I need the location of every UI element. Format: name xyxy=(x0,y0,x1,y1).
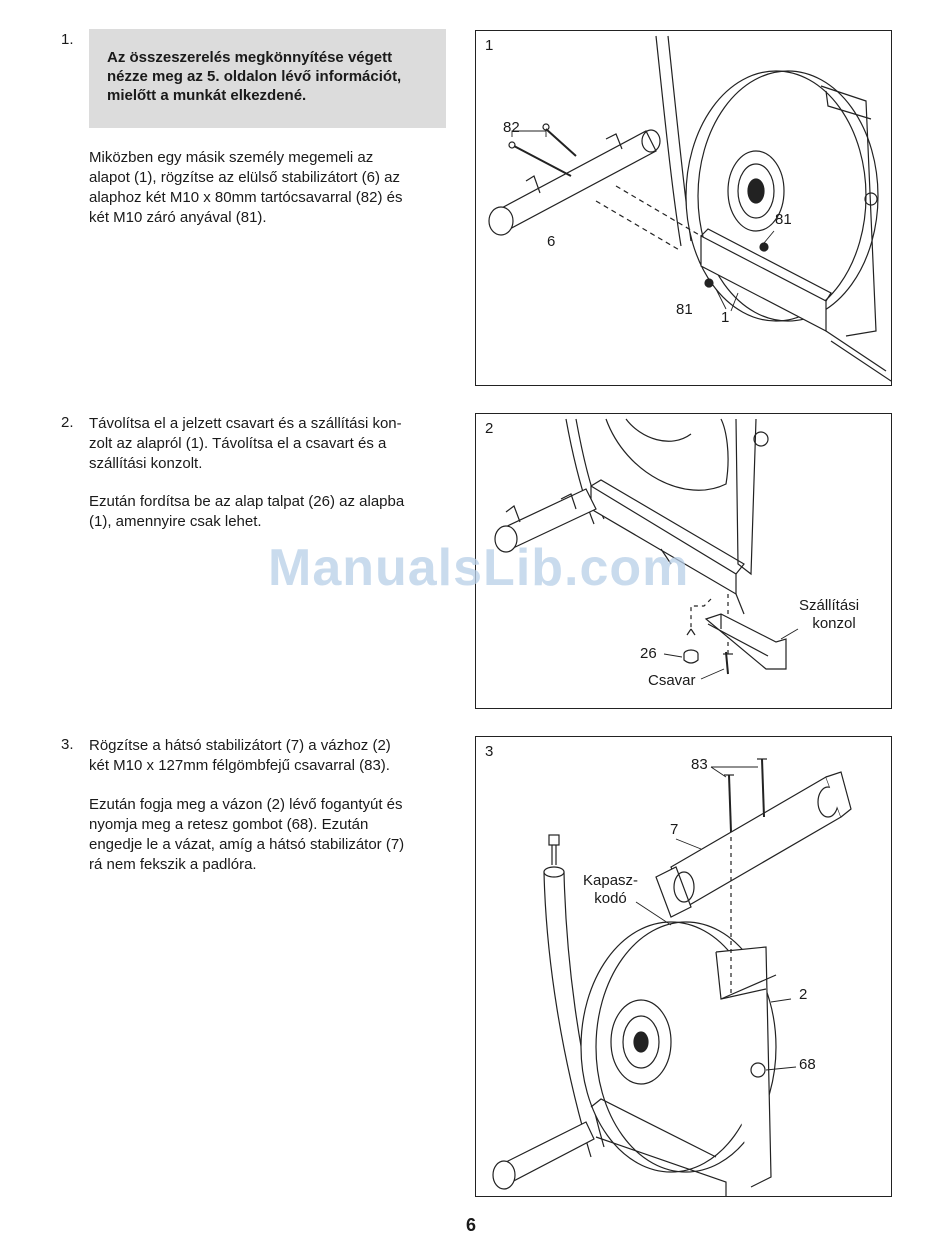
figure-1: 1 82 6 81 81 1 xyxy=(475,30,892,386)
text-line: Ezután fordítsa be az alap talpat (26) a… xyxy=(89,493,405,510)
text-line: két M10 záró anyával (81). xyxy=(89,209,267,226)
callout-knob-68: 68 xyxy=(799,1056,816,1073)
figure-3-drawing xyxy=(492,758,852,1196)
label-line: Kapasz- xyxy=(583,872,639,889)
note-line-3: mielőtt a munkát elkezdené. xyxy=(107,87,307,104)
text-line: szállítási konzolt. xyxy=(89,455,203,472)
figure-3-number: 3 xyxy=(485,743,494,760)
step-1-instructions: Miközben egy másik személy megemeli az a… xyxy=(89,148,402,228)
text-line: alapot (1), rögzítse az elülső stabilizá… xyxy=(89,169,400,186)
text-line: (1), amennyire csak lehet. xyxy=(89,513,262,530)
step-2-instructions-b: Ezután fordítsa be az alap talpat (26) a… xyxy=(89,492,404,532)
step-3-number: 3. xyxy=(61,736,74,753)
figure-1-number: 1 xyxy=(485,37,494,54)
step-2-number: 2. xyxy=(61,414,74,431)
text-line: rá nem fekszik a padlóra. xyxy=(89,856,257,873)
text-line: két M10 x 127mm félgömbfejű csavarral (8… xyxy=(89,757,390,774)
callout-nut-81-upper: 81 xyxy=(775,211,792,228)
callout-shipping-bracket: Szállítási konzol xyxy=(799,597,859,633)
figure-2-drawing xyxy=(494,418,799,680)
note-line-2: nézze meg az 5. oldalon lévő információt… xyxy=(107,68,402,85)
figure-3: 3 83 7 Kapasz- kodó 2 68 xyxy=(475,736,892,1197)
label-line: Szállítási xyxy=(799,597,860,614)
callout-handle: Kapasz- kodó xyxy=(583,872,638,908)
callout-base-1: 1 xyxy=(721,309,730,326)
callout-stabilizer-7: 7 xyxy=(670,821,679,838)
label-line: kodó xyxy=(594,890,627,907)
text-line: Miközben egy másik személy megemeli az xyxy=(89,149,374,166)
step-2-instructions-a: Távolítsa el a jelzett csavart és a szál… xyxy=(89,414,402,474)
callout-bolts-83: 83 xyxy=(691,756,708,773)
text-line: zolt az alapról (1). Távolítsa el a csav… xyxy=(89,435,387,452)
step-3-instructions-a: Rögzítse a hátsó stabilizátort (7) a váz… xyxy=(89,736,391,776)
assembly-note-box: Az összeszerelés megkönnyítése végett né… xyxy=(89,29,446,128)
callout-nut-81-lower: 81 xyxy=(676,301,693,318)
text-line: alaphoz két M10 x 80mm tartócsavarral (8… xyxy=(89,189,403,206)
callout-frame-2: 2 xyxy=(799,986,808,1003)
text-line: Ezután fogja meg a vázon (2) lévő fogant… xyxy=(89,796,403,813)
text-line: Távolítsa el a jelzett csavart és a szál… xyxy=(89,415,402,432)
callout-screw: Csavar xyxy=(648,672,696,689)
figure-2-number: 2 xyxy=(485,420,494,437)
text-line: engedje le a vázat, amíg a hátsó stabili… xyxy=(89,836,405,853)
page-number: 6 xyxy=(466,1215,477,1235)
callout-bolt-82: 82 xyxy=(503,119,520,136)
callout-foot-26: 26 xyxy=(640,645,657,662)
figure-2: 2 Szállítási konzol 26 Csavar xyxy=(475,413,892,709)
note-line-1: Az összeszerelés megkönnyítése végett xyxy=(107,49,393,66)
watermark: ManualsLib.com xyxy=(268,539,690,597)
text-line: Rögzítse a hátsó stabilizátort (7) a váz… xyxy=(89,737,391,754)
step-1-number: 1. xyxy=(61,31,74,48)
label-line: konzol xyxy=(812,615,856,632)
callout-stabilizer-6: 6 xyxy=(547,233,556,250)
step-3-instructions-b: Ezután fogja meg a vázon (2) lévő fogant… xyxy=(89,795,404,875)
text-line: nyomja meg a retesz gombot (68). Ezután xyxy=(89,816,369,833)
figure-1-drawing xyxy=(488,35,891,382)
